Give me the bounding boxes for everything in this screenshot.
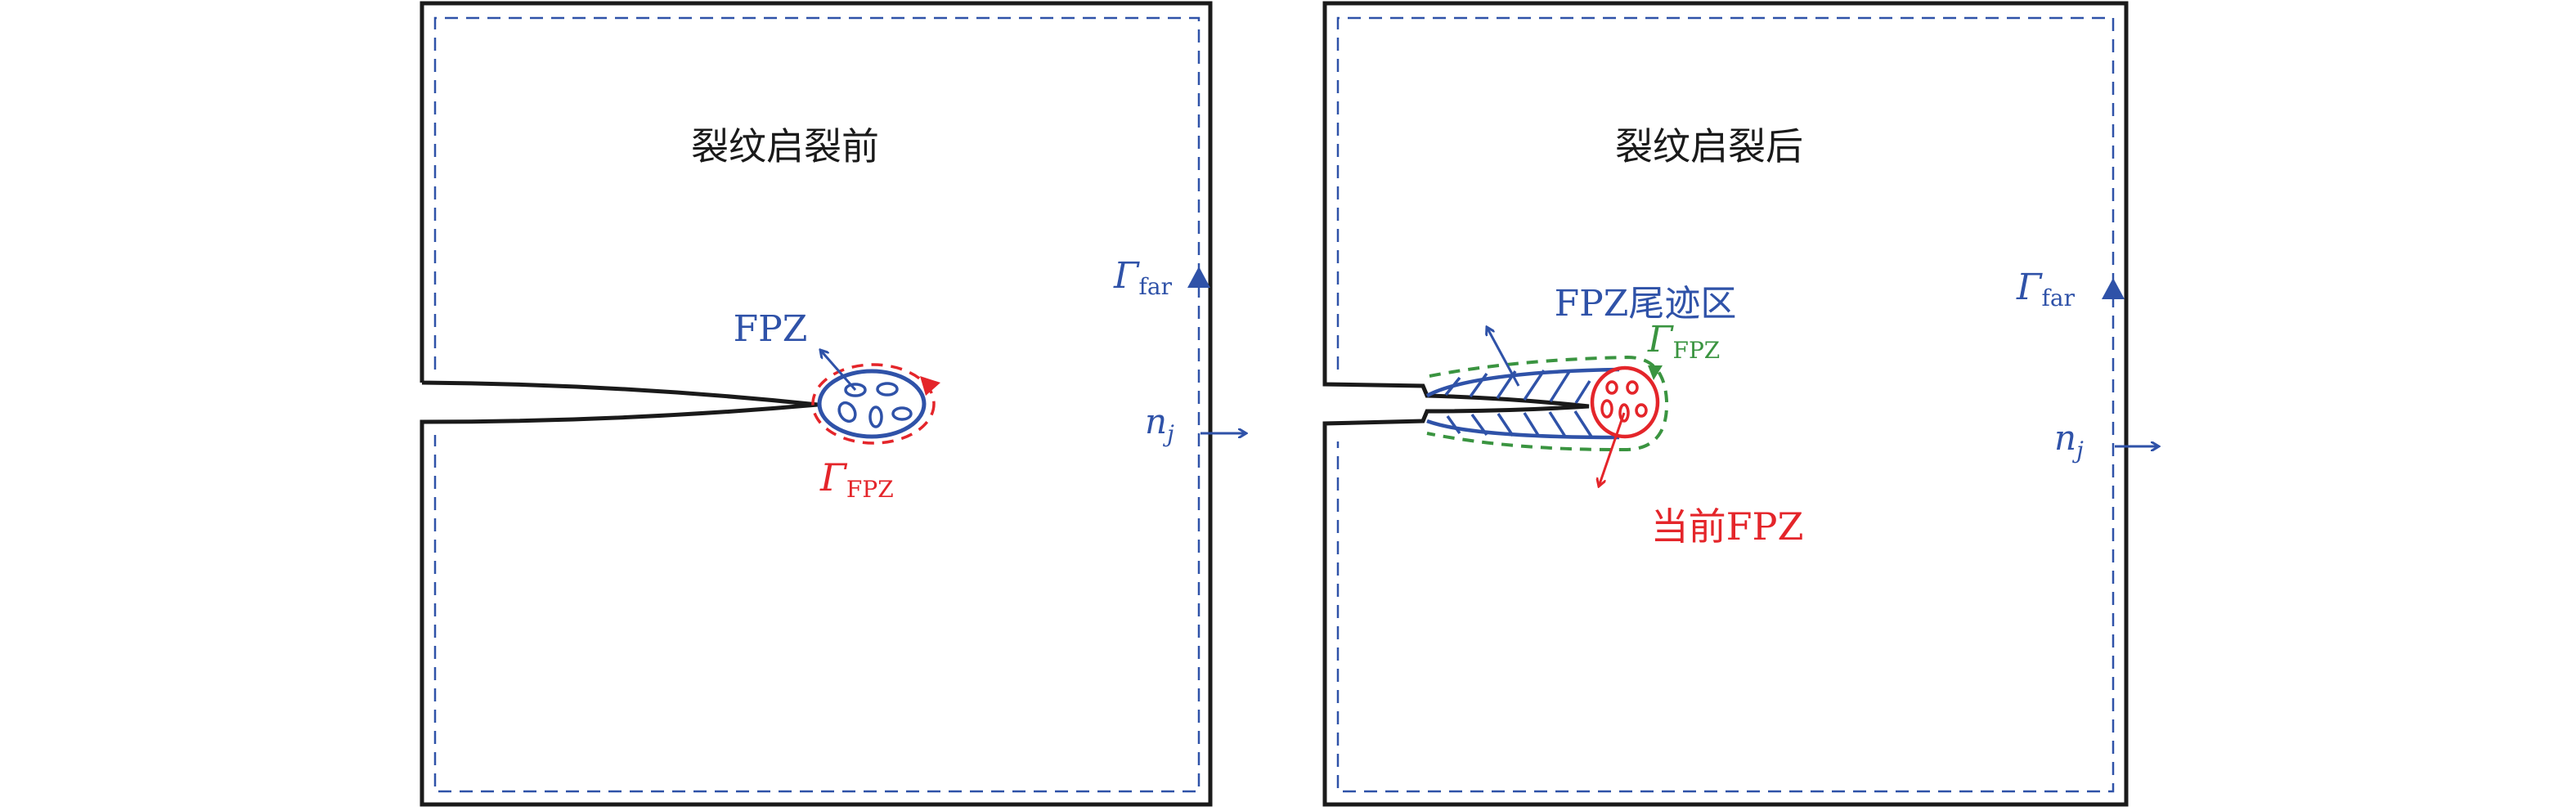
current-fpz-label: 当前FPZ — [1651, 504, 1804, 549]
microcracks — [1600, 380, 1648, 423]
microcracks — [837, 382, 913, 428]
normal-vector-label: nj — [2054, 418, 2084, 464]
gamma-far-label: Γfar — [2016, 267, 2076, 311]
fpz-wake-contour-gamma — [1426, 355, 1669, 452]
right-panel: 裂纹启裂后 FPZ尾迹区 ΓFPZ 当前FPZ Γfar nj — [1322, 1, 2159, 807]
current-fpz-region — [1590, 365, 1660, 439]
fpz-pointer-arrow — [820, 350, 857, 391]
gamma-far-label: Γfar — [1113, 255, 1173, 300]
fpz-region — [817, 369, 927, 439]
fpz-wake-label: FPZ尾迹区 — [1555, 283, 1737, 325]
panel-title: 裂纹启裂后 — [1615, 124, 1803, 168]
fpz-contour-gamma — [811, 363, 936, 445]
specimen-boundary — [420, 1, 1213, 807]
far-field-contour — [1336, 16, 2115, 793]
contour-direction-arrow-icon — [920, 376, 940, 396]
contour-direction-arrow-icon — [1648, 365, 1663, 380]
current-fpz-pointer-arrow — [1599, 412, 1626, 486]
normal-vector-label: nj — [1145, 401, 1174, 447]
gamma-far-direction-arrow-icon — [1187, 267, 1210, 288]
specimen-boundary — [1322, 1, 2129, 807]
fpz-label: FPZ — [734, 308, 808, 350]
far-field-contour — [433, 16, 1200, 793]
gamma-far-direction-arrow-icon — [2102, 278, 2125, 299]
gamma-fpz-label: ΓFPZ — [819, 455, 894, 503]
fpz-wake-region — [1425, 367, 1620, 440]
wake-pointer-arrow — [1487, 327, 1520, 387]
panel-title: 裂纹启裂前 — [691, 124, 879, 168]
gamma-fpz-label: ΓFPZ — [1647, 319, 1720, 364]
left-panel: 裂纹启裂前 FPZ ΓFPZ Γfar nj — [420, 1, 1246, 807]
